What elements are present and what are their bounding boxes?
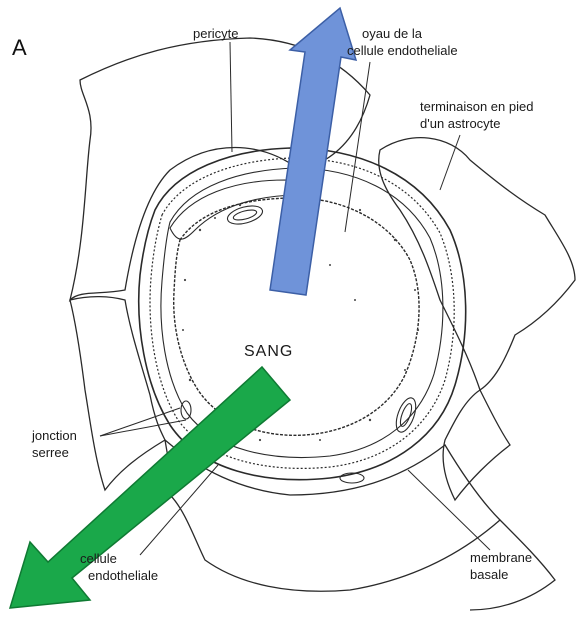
label-jonction-line1: jonction [32,428,77,443]
label-cellule-line1: cellule [80,551,117,566]
label-jonction-line2: serree [32,445,69,460]
label-cellule-line2: endotheliale [88,568,158,583]
label-astrocyte-line1: terminaison en pied [420,99,533,114]
panel-letter: A [12,36,27,60]
label-noyau-line1: oyau de la [362,26,422,41]
label-sang: SANG [244,344,293,359]
label-pericyte: pericyte [193,26,239,41]
label-astrocyte-line2: d'un astrocyte [420,116,501,131]
label-membrane-line2: basale [470,567,508,582]
label-membrane-line1: membrane [470,550,532,565]
blue-arrow [270,8,356,295]
label-noyau-line2: cellule endotheliale [347,43,458,58]
